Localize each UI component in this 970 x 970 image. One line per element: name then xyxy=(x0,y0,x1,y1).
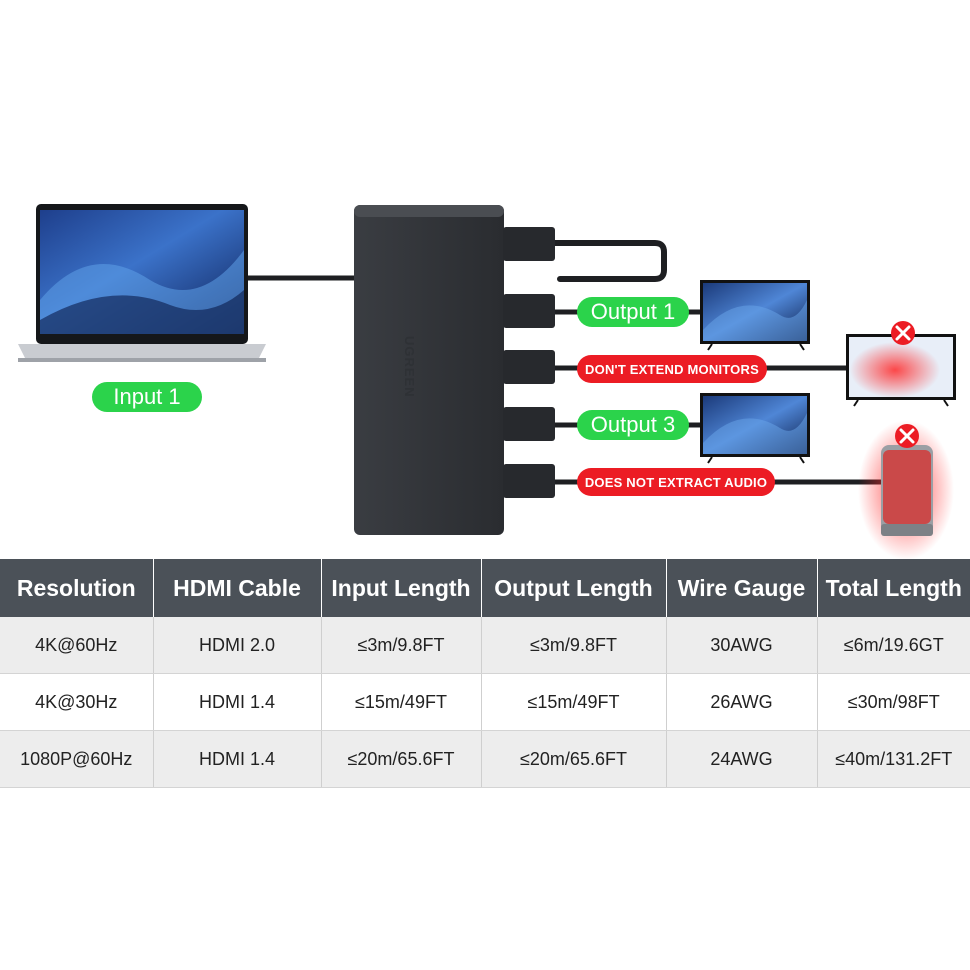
cell-total-length: ≤40m/131.2FT xyxy=(817,730,970,788)
cell-resolution: 4K@30Hz xyxy=(0,673,154,731)
table-row: 4K@60Hz HDMI 2.0 ≤3m/9.8FT ≤3m/9.8FT 30A… xyxy=(0,617,970,674)
monitor-icon xyxy=(700,393,810,464)
close-icon xyxy=(891,321,915,345)
header-hdmi-cable: HDMI Cable xyxy=(153,559,322,617)
cell-output-length: ≤3m/9.8FT xyxy=(481,617,667,674)
table-row: 4K@30Hz HDMI 1.4 ≤15m/49FT ≤15m/49FT 26A… xyxy=(0,673,970,731)
cell-input-length: ≤20m/65.6FT xyxy=(321,730,482,788)
output-1-label: Output 1 xyxy=(577,297,689,327)
laptop-icon xyxy=(18,204,266,362)
brand-logo: UGREEN xyxy=(402,336,417,398)
cell-wire-gauge: 24AWG xyxy=(666,730,818,788)
cell-hdmi-cable: HDMI 2.0 xyxy=(153,617,322,674)
cell-wire-gauge: 26AWG xyxy=(666,673,818,731)
cell-resolution: 4K@60Hz xyxy=(0,617,154,674)
splitter-device xyxy=(354,205,504,535)
cell-output-length: ≤15m/49FT xyxy=(481,673,667,731)
cell-resolution: 1080P@60Hz xyxy=(0,730,154,788)
output-3-label: Output 3 xyxy=(577,410,689,440)
table-header-row: Resolution HDMI Cable Input Length Outpu… xyxy=(0,559,970,617)
cell-input-length: ≤3m/9.8FT xyxy=(321,617,482,674)
connection-diagram xyxy=(18,204,956,560)
header-wire-gauge: Wire Gauge xyxy=(666,559,818,617)
dont-extend-monitors-warning: DON'T EXTEND MONITORS xyxy=(577,355,767,383)
header-total-length: Total Length xyxy=(817,559,970,617)
cell-input-length: ≤15m/49FT xyxy=(321,673,482,731)
table-row: 1080P@60Hz HDMI 1.4 ≤20m/65.6FT ≤20m/65.… xyxy=(0,730,970,788)
monitor-icon xyxy=(700,280,810,351)
loop-cable xyxy=(552,240,667,282)
blocked-speaker-icon xyxy=(858,420,954,560)
header-input-length: Input Length xyxy=(321,559,482,617)
cell-hdmi-cable: HDMI 1.4 xyxy=(153,673,322,731)
cell-total-length: ≤6m/19.6GT xyxy=(817,617,970,674)
close-icon xyxy=(895,424,919,448)
cell-output-length: ≤20m/65.6FT xyxy=(481,730,667,788)
does-not-extract-audio-warning: DOES NOT EXTRACT AUDIO xyxy=(577,468,775,496)
header-output-length: Output Length xyxy=(481,559,667,617)
blocked-monitor-icon xyxy=(846,334,956,407)
cell-hdmi-cable: HDMI 1.4 xyxy=(153,730,322,788)
spec-table: Resolution HDMI Cable Input Length Outpu… xyxy=(0,559,970,788)
cell-total-length: ≤30m/98FT xyxy=(817,673,970,731)
input-1-label: Input 1 xyxy=(92,382,202,412)
header-resolution: Resolution xyxy=(0,559,154,617)
hdmi-plugs xyxy=(503,227,555,498)
cell-wire-gauge: 30AWG xyxy=(666,617,818,674)
